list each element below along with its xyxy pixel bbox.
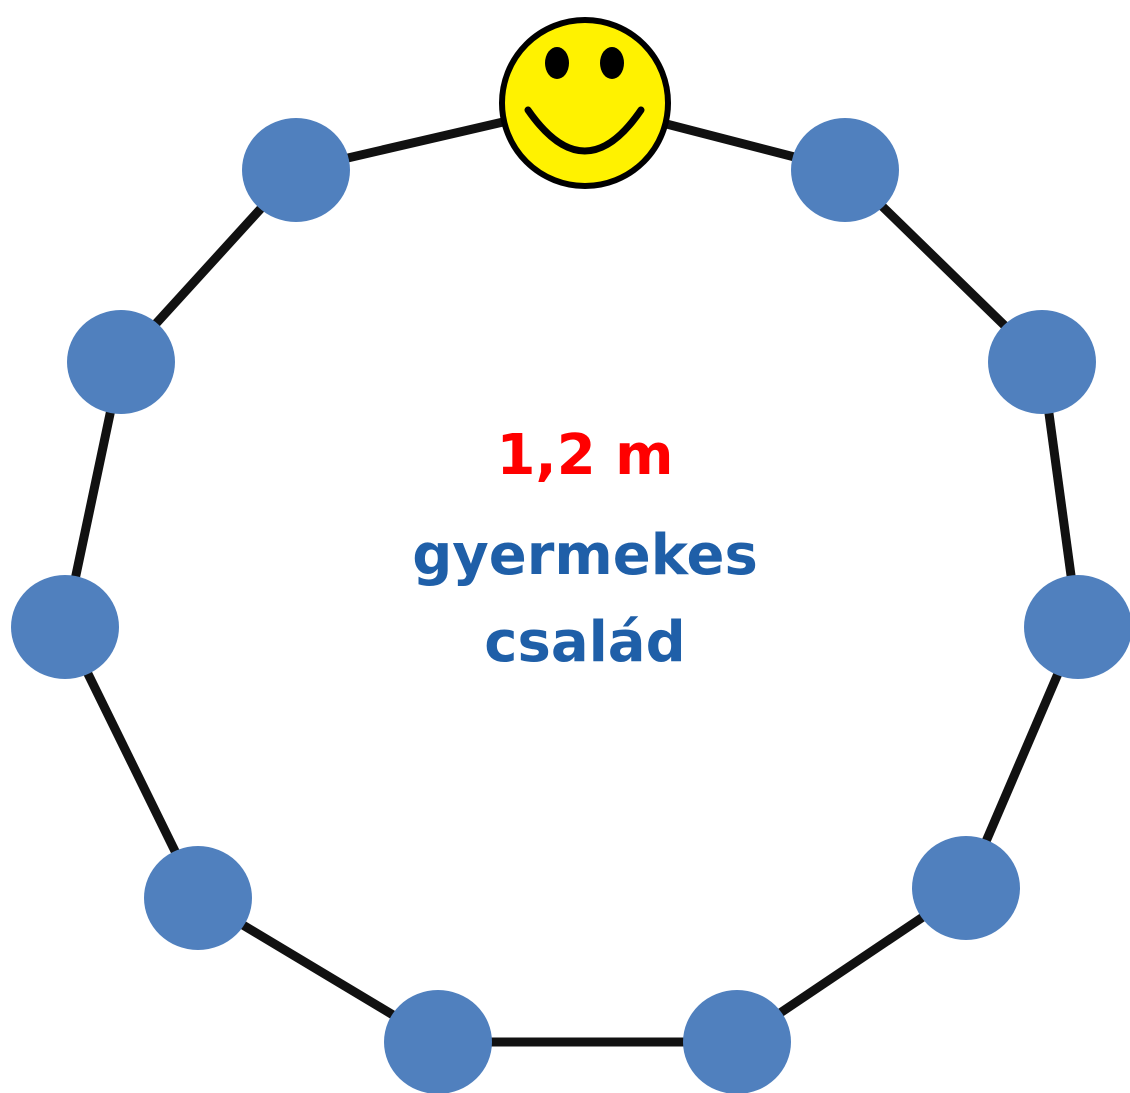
person-node — [791, 118, 899, 222]
person-node — [67, 310, 175, 414]
person-node — [988, 310, 1096, 414]
distance-label: 1,2 m — [496, 423, 674, 488]
group-label-line1: gyermekes — [412, 523, 758, 588]
person-node — [912, 836, 1020, 940]
person-node — [683, 990, 791, 1093]
ring-nodes — [11, 118, 1130, 1093]
person-node — [1024, 575, 1130, 679]
smiley-face-icon — [499, 17, 671, 189]
person-node — [384, 990, 492, 1093]
person-node — [242, 118, 350, 222]
group-label-line2: család — [484, 610, 686, 675]
person-node — [11, 575, 119, 679]
person-node — [144, 846, 252, 950]
